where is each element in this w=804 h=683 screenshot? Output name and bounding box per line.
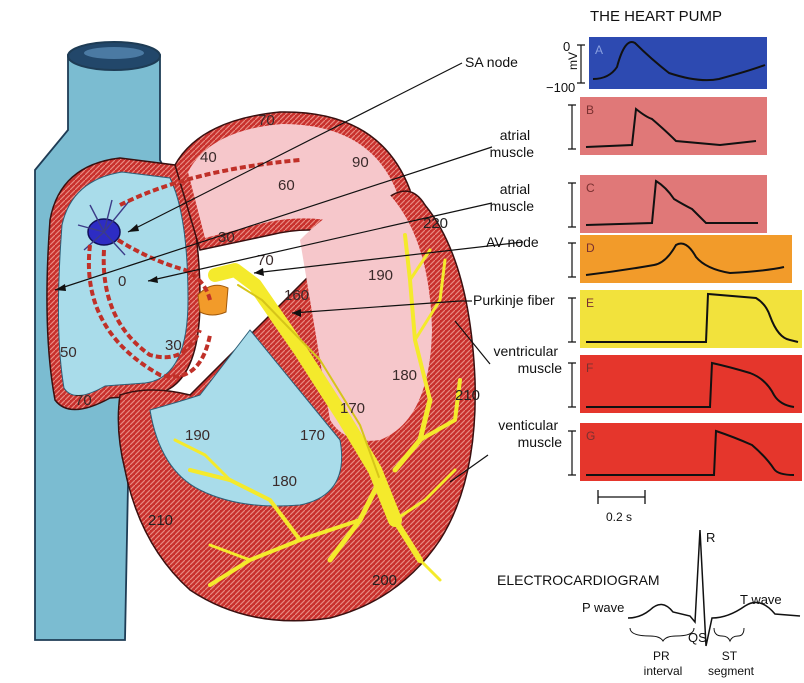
pr-line2: interval: [644, 664, 683, 678]
trace-panel-label: F: [586, 361, 593, 375]
pr-line1: PR: [653, 649, 670, 663]
time-scale-label: 0.2 s: [606, 510, 632, 524]
electrocardiogram: ELECTROCARDIOGRAM P wave R QS T wave PR …: [497, 530, 800, 678]
time-label: 210: [148, 512, 173, 529]
trace-panel-b: B: [568, 97, 767, 155]
atrial-muscle-2-line1: atrial: [500, 181, 530, 197]
trace-panel-background: [580, 235, 792, 283]
time-label: 200: [372, 572, 397, 589]
trace-panel-label: E: [586, 296, 594, 310]
trace-panel-f: F: [568, 355, 802, 413]
axis-unit-label: mV: [566, 52, 580, 70]
venticular-muscle-line1: venticular: [498, 417, 558, 433]
label-sa-node: SA node: [465, 54, 518, 70]
trace-panel-label: A: [595, 43, 603, 57]
trace-axis-ticks: [568, 431, 576, 475]
time-label: 190: [368, 267, 393, 284]
time-label: 70: [258, 112, 275, 129]
time-label: 0: [118, 273, 126, 290]
trace-axis-ticks: [568, 298, 576, 342]
atrial-muscle-1-line1: atrial: [500, 127, 530, 143]
axis-labels: 0 −100 mV: [546, 39, 580, 95]
trace-panel-a: A: [577, 37, 767, 89]
ventricular-muscle-line1: ventricular: [494, 343, 559, 359]
axis-top-label: 0: [563, 39, 570, 54]
ecg-r-label: R: [706, 530, 715, 545]
time-label: 160: [284, 287, 309, 304]
venticular-muscle-line2: muscle: [518, 434, 563, 450]
axis-bottom-label: −100: [546, 80, 575, 95]
time-label: 190: [185, 427, 210, 444]
trace-axis-ticks: [568, 183, 576, 227]
trace-panel-label: B: [586, 103, 594, 117]
ecg-p-wave-label: P wave: [582, 600, 624, 615]
heart-illustration: 70 40 90 60 220 30 70 0 190 160 50 30 70…: [35, 42, 480, 640]
trace-panel-label: G: [586, 429, 595, 443]
trace-panel-d: D: [568, 235, 792, 283]
time-label: 180: [272, 473, 297, 490]
ecg-pr-interval-label: PR interval: [644, 649, 683, 678]
trace-panel-background: [589, 37, 767, 89]
time-label: 180: [392, 367, 417, 384]
trace-panel-label: C: [586, 181, 595, 195]
time-label: 70: [75, 392, 92, 409]
heart-pump-title: THE HEART PUMP: [590, 8, 722, 25]
trace-panel-background: [580, 355, 802, 413]
label-venticular-muscle: venticular muscle: [498, 417, 562, 450]
time-label: 210: [455, 387, 480, 404]
trace-panel-label: D: [586, 241, 595, 255]
time-label: 30: [165, 337, 182, 354]
st-line1: ST: [722, 649, 738, 663]
time-label: 170: [340, 400, 365, 417]
st-segment-brace: [714, 628, 744, 641]
trace-panels: A B C D E F G: [568, 37, 802, 481]
atrial-muscle-2-line2: muscle: [490, 198, 535, 214]
ecg-qs-label: QS: [688, 630, 707, 645]
ecg-title: ELECTROCARDIOGRAM: [497, 572, 660, 588]
trace-axis-ticks: [568, 363, 576, 407]
av-node: [198, 285, 228, 315]
time-label: 40: [200, 149, 217, 166]
label-purkinje: Purkinje fiber: [473, 292, 555, 308]
trace-panel-e: E: [568, 290, 802, 348]
trace-panel-c: C: [568, 175, 767, 233]
label-ventricular-muscle: ventricular muscle: [494, 343, 563, 376]
pr-interval-brace: [630, 628, 694, 641]
time-scale-bar: [598, 490, 645, 504]
ecg-st-segment-label: ST segment: [708, 649, 755, 678]
trace-panel-background: [580, 423, 802, 481]
time-label: 50: [60, 344, 77, 361]
trace-axis-ticks: [568, 105, 576, 149]
time-label: 60: [278, 177, 295, 194]
ventricular-muscle-line2: muscle: [518, 360, 563, 376]
atrial-muscle-1-line2: muscle: [490, 144, 535, 160]
label-atrial-muscle-1: atrial muscle: [490, 127, 535, 160]
label-atrial-muscle-2: atrial muscle: [490, 181, 535, 214]
time-label: 90: [352, 154, 369, 171]
ecg-t-wave-label: T wave: [740, 592, 782, 607]
label-av-node: AV node: [486, 234, 539, 250]
trace-panel-background: [580, 290, 802, 348]
time-label: 170: [300, 427, 325, 444]
st-line2: segment: [708, 664, 755, 678]
trace-axis-ticks: [568, 243, 576, 277]
trace-panel-g: G: [568, 423, 802, 481]
